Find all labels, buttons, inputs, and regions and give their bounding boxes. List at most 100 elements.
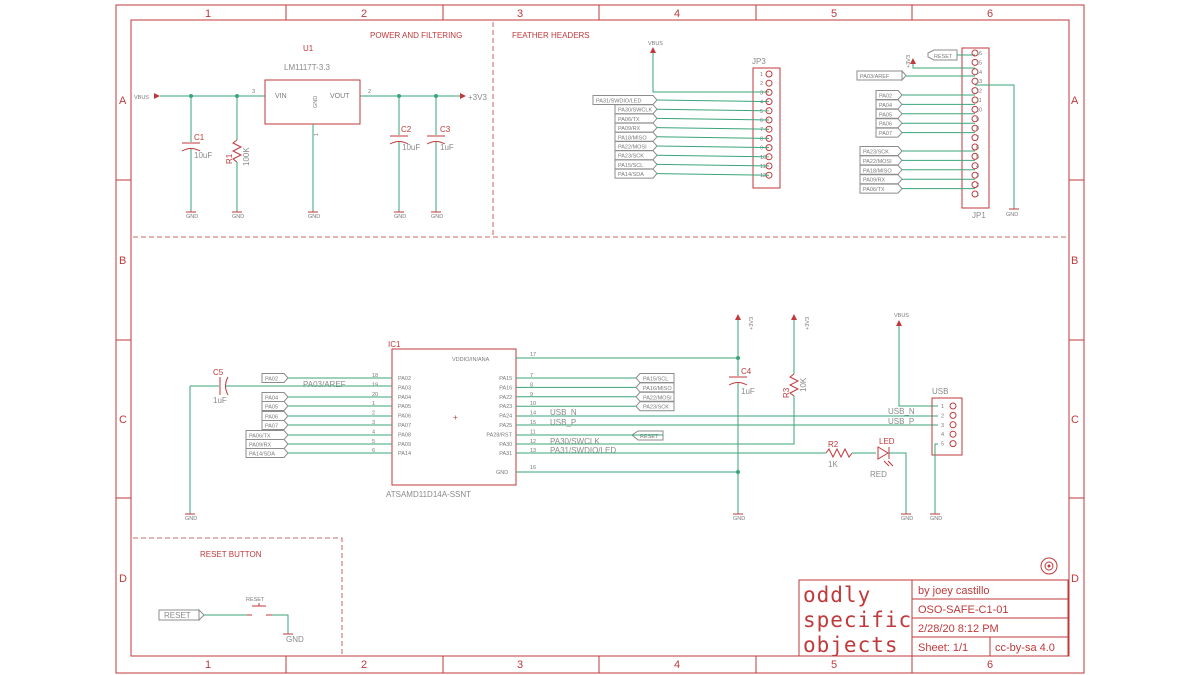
pin-pad bbox=[971, 68, 979, 76]
mcu-left-net-tag: PA14/SDA bbox=[245, 448, 289, 458]
jp1-pin-number: 14 bbox=[976, 70, 982, 76]
gnd-symbol: GND bbox=[901, 513, 913, 522]
jp1-reset-tag: RESET bbox=[927, 49, 975, 61]
jp3-pin-number: 10 bbox=[760, 155, 766, 161]
usb-n-net: USB_N bbox=[550, 408, 577, 417]
c5-name: C5 bbox=[213, 368, 224, 377]
ic1-pin-name: PA09 bbox=[398, 442, 411, 448]
ic1-pin-number: 15 bbox=[530, 420, 536, 426]
ic1-pin-name: PA30 bbox=[499, 442, 512, 448]
row-label: A bbox=[1071, 95, 1079, 107]
ic1-pin-name: PA15 bbox=[499, 376, 512, 382]
ic1-value: ATSAMD11D14A-SSNT bbox=[386, 490, 471, 499]
c1-name: C1 bbox=[194, 133, 205, 142]
gnd-symbol: GND bbox=[186, 211, 198, 220]
column-labels-top: 1 2 3 4 5 6 bbox=[205, 8, 993, 20]
ic1-pin-name: PA02 bbox=[398, 376, 411, 382]
jp3-pin-number: 12 bbox=[760, 173, 766, 179]
ic1-vdd-pin: VDDIO/IN/ANA bbox=[452, 357, 490, 363]
c2-value: 10uF bbox=[402, 143, 420, 152]
c4-v3v3: +3V3 bbox=[749, 317, 755, 330]
mcu-left-net-tag: PA05 bbox=[261, 401, 289, 411]
pin-pad bbox=[971, 58, 979, 66]
jp1-pin-number: 6 bbox=[976, 145, 979, 151]
svg-text:PA30/SWCLK: PA30/SWCLK bbox=[618, 108, 652, 114]
svg-text:PA05: PA05 bbox=[879, 112, 892, 118]
u1-pin2: 2 bbox=[368, 89, 371, 95]
usb-pin-number: 5 bbox=[941, 442, 944, 448]
ic1-pin-number: 14 bbox=[530, 411, 536, 417]
date: 2/28/20 8:12 PM bbox=[918, 623, 999, 635]
r3-name: R3 bbox=[782, 387, 791, 398]
ic1-pin-number: 11 bbox=[530, 429, 536, 435]
reset-switch-name: RESET bbox=[246, 597, 265, 603]
v3v3-label: +3V3 bbox=[468, 93, 487, 102]
supply-arrow bbox=[154, 93, 160, 99]
reset-tag: RESET bbox=[158, 608, 205, 622]
jp1-v3v3: +3V3 bbox=[906, 55, 912, 68]
svg-text:RESET: RESET bbox=[934, 54, 953, 60]
pin-pad bbox=[971, 190, 979, 198]
jp3-pin-number: 3 bbox=[760, 90, 763, 96]
gnd-symbol: GND bbox=[930, 513, 942, 522]
logo-line-1: oddly bbox=[803, 583, 871, 607]
pin-pad bbox=[949, 440, 957, 448]
svg-text:PA09/RX: PA09/RX bbox=[863, 178, 886, 184]
usb-p-label: USB_P bbox=[888, 417, 914, 426]
pin-pad bbox=[971, 152, 979, 160]
pin-pad bbox=[971, 143, 979, 151]
gnd-symbol: GND bbox=[733, 513, 745, 522]
row-label: C bbox=[1071, 414, 1079, 426]
led-diode bbox=[877, 446, 889, 460]
jp1-net-tag: PA06/TX bbox=[859, 183, 903, 194]
c4-name: C4 bbox=[741, 367, 752, 376]
mcu-right-net-tag: PA22/MOSI bbox=[635, 391, 675, 402]
ic1-pin-name: PA07 bbox=[398, 423, 411, 429]
jp1-body bbox=[961, 47, 990, 209]
mcu-left-net-tag: PA04 bbox=[261, 392, 289, 402]
svg-text:PA04: PA04 bbox=[265, 396, 278, 402]
swdio-net: PA31/SWDIO/LED bbox=[550, 446, 616, 455]
supply-arrow bbox=[735, 314, 741, 320]
ic1-pin-number: 5 bbox=[372, 439, 375, 445]
header-jp1: JP1 +3V3 RESET PA03/AREF GND 16151413121… bbox=[856, 47, 1019, 220]
gnd-symbol: GND bbox=[232, 211, 244, 220]
svg-text:GND: GND bbox=[431, 214, 443, 220]
jp3-pin-number: 8 bbox=[760, 136, 763, 142]
svg-text:PA09/RX: PA09/RX bbox=[618, 126, 641, 132]
ic1-pin-number: 10 bbox=[530, 401, 536, 407]
column-label: 4 bbox=[674, 8, 680, 20]
mcu-left-net-tag: PA06/TX bbox=[245, 430, 289, 440]
led-name: LED bbox=[879, 437, 895, 446]
jp1-net-tag: PA04 bbox=[875, 99, 903, 110]
svg-text:PA22/MOSI: PA22/MOSI bbox=[643, 395, 672, 401]
logo-line-2: specific bbox=[803, 608, 912, 632]
jp1-pin-number: 15 bbox=[976, 60, 982, 66]
svg-text:PA06: PA06 bbox=[879, 122, 892, 128]
ic1-pin-number: 4 bbox=[372, 429, 375, 435]
ic1-pin-name: PA03 bbox=[398, 385, 411, 391]
u1-value: LM1117T-3.3 bbox=[284, 63, 331, 72]
c4-value: 1uF bbox=[741, 387, 755, 396]
jp3-pin-number: 7 bbox=[760, 127, 763, 133]
column-labels-bottom: 1 2 3 4 5 6 bbox=[205, 659, 993, 671]
r2-value: 1K bbox=[828, 460, 838, 469]
usb-vbus: VBUS bbox=[894, 313, 909, 319]
registration-mark bbox=[1040, 557, 1058, 575]
svg-text:PA06/TX: PA06/TX bbox=[863, 187, 885, 193]
supply-arrow bbox=[650, 47, 656, 53]
pin-pad bbox=[949, 421, 957, 429]
svg-text:PA23/SCK: PA23/SCK bbox=[643, 405, 669, 411]
gnd-symbol: GND bbox=[394, 211, 406, 220]
jp1-pin-number: 12 bbox=[976, 89, 982, 95]
jp1-pin-number: 13 bbox=[976, 79, 982, 85]
part-number: OSO-SAFE-C1-01 bbox=[918, 604, 1008, 616]
mcu-right-net-tag: PA16/MISO bbox=[635, 382, 675, 393]
column-label: 1 bbox=[205, 8, 211, 20]
svg-text:PA09/RX: PA09/RX bbox=[249, 443, 272, 449]
pin-pad bbox=[971, 49, 979, 57]
svg-text:PA18/MISO: PA18/MISO bbox=[618, 135, 647, 141]
